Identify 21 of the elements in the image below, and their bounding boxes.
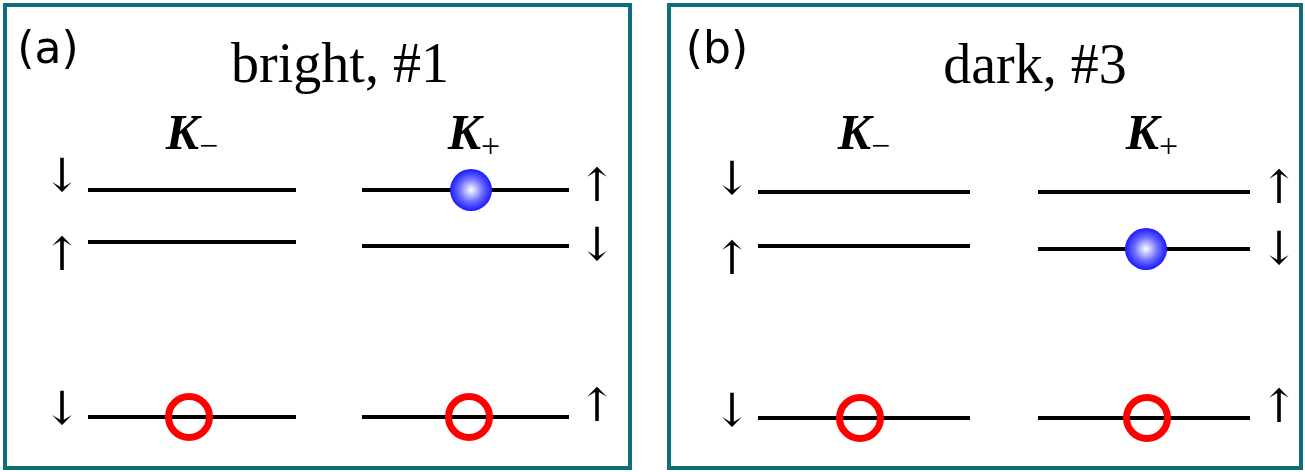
valley-label: K$_{−}$	[165, 106, 219, 164]
spin-arrow: ↑	[577, 162, 617, 208]
panel	[3, 3, 632, 470]
spin-arrow: ↓	[1259, 225, 1299, 271]
spin-arrow: ↓	[42, 152, 82, 198]
valley-label: K$_{+}$	[447, 106, 501, 164]
spin-arrow: ↑	[1259, 164, 1299, 210]
panel-title: dark, #3	[943, 36, 1127, 92]
spin-arrow: ↑	[577, 382, 617, 428]
spin-arrow: ↑	[42, 231, 82, 277]
valley-label: K$_{−}$	[837, 106, 891, 164]
panel-letter: (b)	[685, 26, 749, 70]
spin-arrow: ↓	[712, 387, 752, 433]
spin-arrow: ↓	[712, 155, 752, 201]
panel	[667, 3, 1303, 470]
spin-arrow: ↓	[577, 221, 617, 267]
panel-letter: (a)	[17, 26, 79, 70]
spin-arrow: ↑	[712, 235, 752, 281]
spin-arrow: ↓	[42, 385, 82, 431]
spin-arrow: ↑	[1259, 383, 1299, 429]
valley-label: K$_{+}$	[1125, 106, 1179, 164]
